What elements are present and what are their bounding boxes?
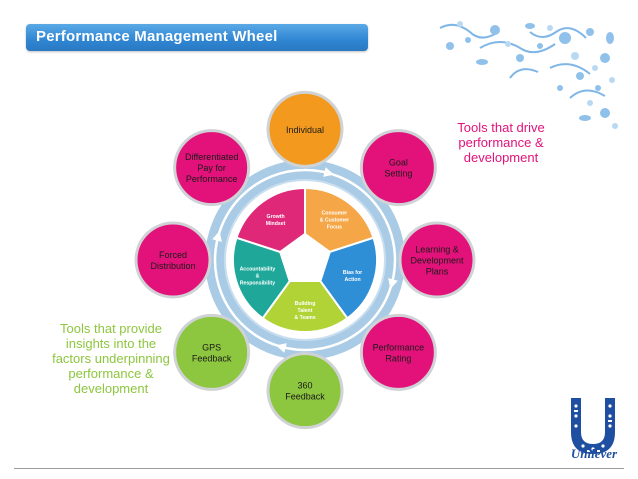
ring-arrow-icon xyxy=(275,343,287,353)
title-bar: Performance Management Wheel xyxy=(26,24,368,51)
tool-circle xyxy=(398,221,476,299)
ring-arrow-icon xyxy=(388,278,398,290)
tool-circle xyxy=(266,90,344,168)
footer-divider xyxy=(14,468,624,469)
inner-segment-label: Accountability&Responsibility xyxy=(240,266,276,286)
ring-arrow-icon xyxy=(212,230,222,242)
ring-arrow-icon xyxy=(323,167,335,177)
callout-drive: Tools that drive performance & developme… xyxy=(446,120,556,165)
tool-label: Individual xyxy=(286,125,324,135)
unilever-wordmark: Unilever xyxy=(570,446,618,461)
tool-circle xyxy=(173,129,251,207)
callout-insights-line: development xyxy=(73,381,149,396)
callout-insights-line: insights into the xyxy=(65,336,157,351)
tool-circle xyxy=(173,313,251,391)
tool-circle xyxy=(359,313,437,391)
callout-insights-line: Tools that provide xyxy=(60,321,162,336)
callout-drive-line: performance & xyxy=(458,135,544,150)
callout-insights-line: performance & xyxy=(68,366,154,381)
unilever-logo-icon xyxy=(571,398,615,454)
slide-title: Performance Management Wheel xyxy=(36,28,278,45)
tool-circle xyxy=(134,221,212,299)
callout-insights-line: factors underpinning xyxy=(52,351,170,366)
callout-drive-line: Tools that drive xyxy=(457,120,545,135)
tool-circle xyxy=(359,129,437,207)
callout-insights: Tools that provide insights into the fac… xyxy=(46,321,176,396)
inner-segment xyxy=(235,186,306,254)
tool-circle xyxy=(266,352,344,430)
wheel-ring-arrow-track xyxy=(213,168,397,352)
center-pentagon xyxy=(279,232,331,283)
callout-drive-line: development xyxy=(463,150,539,165)
decorative-pattern-icon xyxy=(439,21,618,129)
